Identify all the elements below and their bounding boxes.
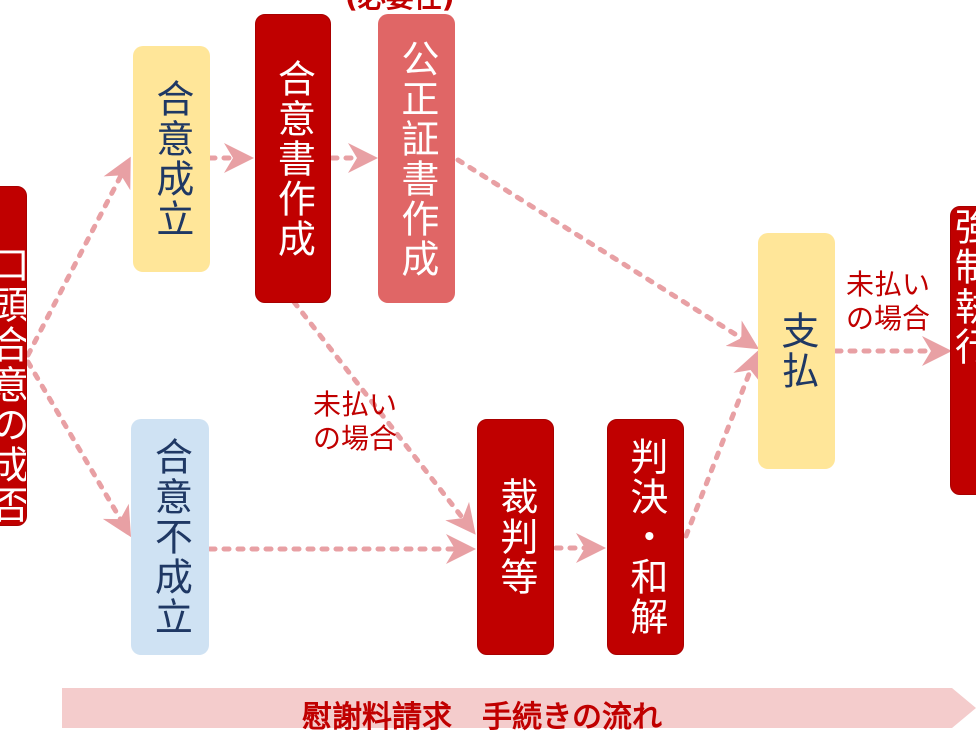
unpaid-note-top-line1: 未払い <box>846 268 931 301</box>
enforcement-box: 強制執行 <box>950 206 976 495</box>
unpaid-note-top-line2: の場合 <box>846 302 931 336</box>
arrow-judgment-to-payment <box>683 350 762 539</box>
notarized-document-box: 公正証書作成 <box>378 14 455 303</box>
agreement-document-box: 合意書作成 <box>255 14 331 303</box>
payment-label: 支払 <box>774 311 819 391</box>
unpaid-note-top: 未払い の場合 <box>846 268 930 336</box>
enforcement-label: 強制執行 <box>950 207 976 367</box>
unpaid-note-middle: 未払い の場合 <box>313 388 397 456</box>
no-agreement-label: 合意不成立 <box>148 437 193 637</box>
trial-box: 裁判等 <box>477 419 554 655</box>
unpaid-note-middle-line2: の場合 <box>313 422 398 456</box>
arrow-notarized-to-payment <box>455 157 760 350</box>
agreement-document-label: 合意書作成 <box>271 58 316 259</box>
payment-box: 支払 <box>758 233 835 469</box>
header-cut-text: (必要性) <box>345 0 455 16</box>
unpaid-note-middle-line1: 未払い <box>313 388 398 421</box>
notarized-document-label: 公正証書作成 <box>394 38 439 279</box>
flow-arrows <box>25 143 952 564</box>
judgment-box: 判決・和解 <box>607 419 684 655</box>
judgment-label: 判決・和解 <box>623 437 668 637</box>
no-agreement-box: 合意不成立 <box>131 419 209 655</box>
arrow-start-to-no-agreement <box>25 359 132 538</box>
process-banner-title: 慰謝料請求 手続きの流れ <box>302 700 662 735</box>
process-banner: 慰謝料請求 手続きの流れ <box>62 688 976 735</box>
arrow-doc-to-trial <box>291 299 476 535</box>
oral-agreement-label: 口頭合意の成否 <box>0 245 27 525</box>
trial-label: 裁判等 <box>493 477 538 597</box>
agreement-reached-box: 合意成立 <box>133 46 210 272</box>
arrow-start-to-agreement <box>25 156 131 358</box>
agreement-reached-label: 合意成立 <box>149 79 194 239</box>
oral-agreement-box: 口頭合意の成否 <box>0 186 27 526</box>
